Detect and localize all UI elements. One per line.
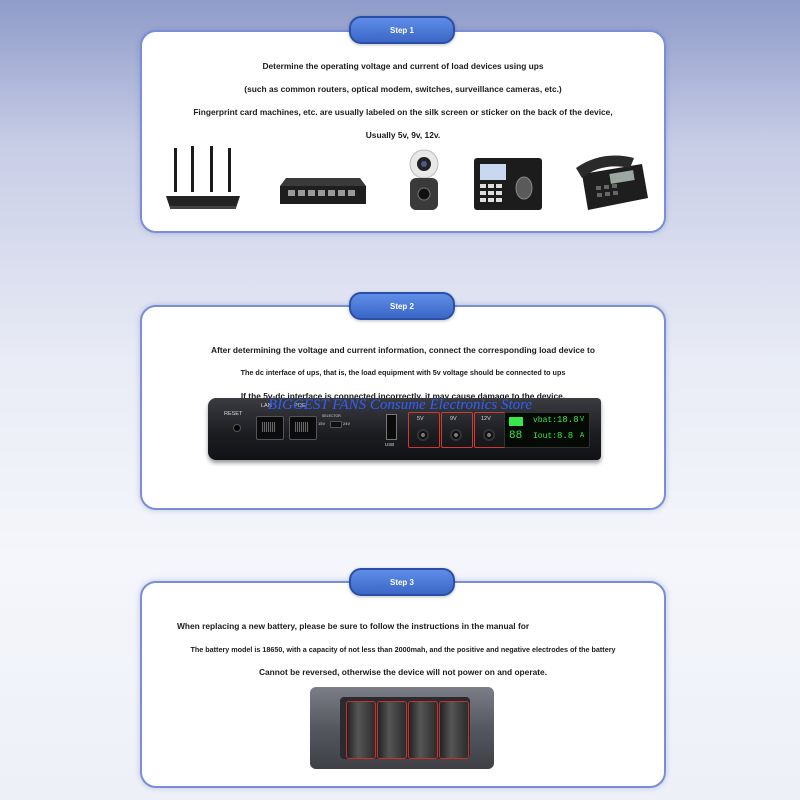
lan-label: LAN (261, 403, 272, 409)
usb-port[interactable] (386, 414, 397, 440)
lcd-display: vbat: 18.8 V 88 Iout: 8.8 A (504, 412, 590, 448)
step-3-line-3: Cannot be reversed, otherwise the device… (258, 667, 548, 677)
lcd-vbat-label: vbat: (533, 416, 558, 425)
dc-12v-jack (483, 429, 495, 441)
battery-tray (340, 697, 470, 759)
lcd-iout-value: 8.8 (557, 431, 574, 441)
step-2-card: After determining the voltage and curren… (140, 305, 666, 510)
battery-cell-4 (439, 701, 469, 759)
dc-12v-label: 12V (481, 416, 491, 422)
lcd-iout-label: Iout: (533, 432, 558, 441)
step-2-line-3: If the 5v-dc interface is connected inco… (240, 391, 566, 401)
step-2-label: Step 2 (349, 292, 455, 320)
poe-port[interactable] (289, 416, 317, 440)
ups-front-panel: RESET LAN POE SELECTOR 15V 24V USB 5V 9V… (208, 398, 601, 460)
voltage-selector-switch[interactable] (330, 421, 342, 428)
dc-5v-port[interactable]: 5V (408, 412, 440, 448)
router-icon (166, 146, 240, 209)
dc-9v-jack (450, 429, 462, 441)
selector-24v: 24V (343, 421, 351, 426)
step-3-line-1: When replacing a new battery, please be … (177, 621, 530, 631)
lcd-vbat-value: 18.8 (557, 415, 579, 425)
lcd-vbat-unit: V (580, 416, 585, 424)
camera-icon (409, 149, 439, 210)
battery-compartment (310, 687, 494, 769)
fingerprint-machine-icon (474, 158, 542, 210)
lan-port[interactable] (256, 416, 284, 440)
store-watermark: BIGGEST FANS Consume Electronics Store (267, 397, 533, 413)
step-2-line-2: The dc interface of ups, that is, the lo… (240, 368, 566, 377)
battery-cell-2 (377, 701, 407, 759)
usb-label: USB (385, 442, 395, 447)
step-1-line-1: Determine the operating voltage and curr… (262, 61, 544, 71)
step-1-label: Step 1 (349, 16, 455, 44)
phone-icon (576, 155, 648, 210)
selector-15v: 15V (318, 421, 326, 426)
selector-label: SELECTOR (322, 414, 341, 418)
lcd-percent: 88 (509, 430, 523, 442)
dc-5v-jack (417, 429, 429, 441)
battery-cell-1 (346, 701, 376, 759)
step-1-card: Determine the operating voltage and curr… (140, 30, 666, 233)
battery-level-icon (509, 417, 523, 426)
switch-icon (280, 178, 366, 204)
step-1-line-3: Fingerprint card machines, etc. are usua… (193, 107, 613, 117)
step-3-line-2: The battery model is 18650, with a capac… (190, 645, 616, 654)
step-3-label: Step 3 (349, 568, 455, 596)
reset-label: RESET (224, 411, 243, 417)
poe-label: POE (294, 403, 306, 409)
dc-12v-port[interactable]: 12V (474, 412, 506, 448)
step-3-card: When replacing a new battery, please be … (140, 581, 666, 788)
dc-5v-label: 5V (417, 416, 424, 422)
step-2-line-1: After determining the voltage and curren… (211, 345, 595, 355)
reset-button[interactable] (233, 424, 241, 432)
step-1-line-2: (such as common routers, optical modem, … (244, 84, 562, 94)
lcd-iout-unit: A (580, 432, 585, 440)
dc-9v-label: 9V (450, 416, 457, 422)
step-1-line-4: Usually 5v, 9v, 12v. (365, 130, 441, 140)
dc-9v-port[interactable]: 9V (441, 412, 473, 448)
battery-cell-3 (408, 701, 438, 759)
